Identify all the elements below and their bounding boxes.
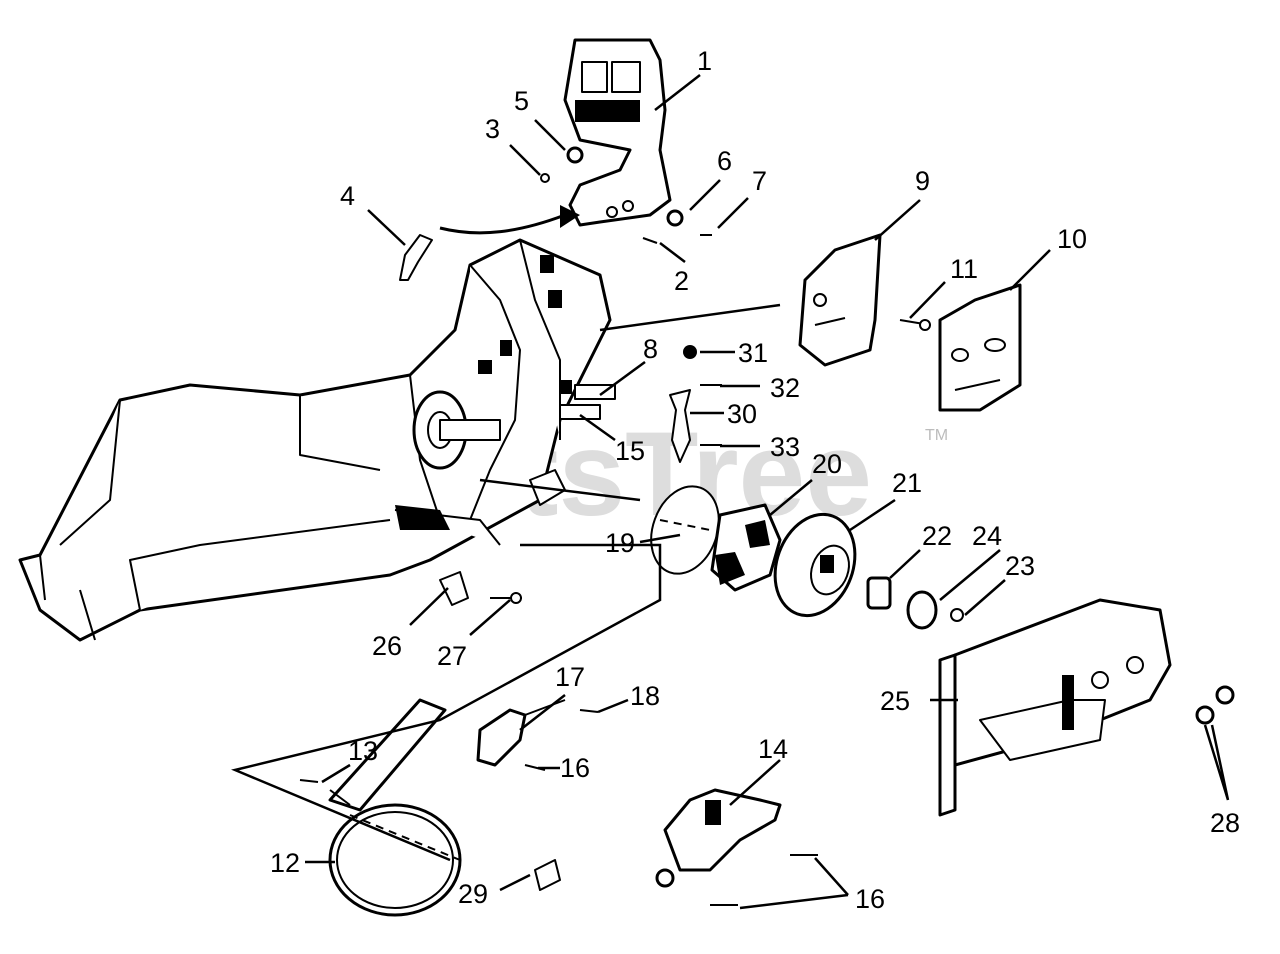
callout-33: 33 <box>770 432 800 462</box>
callout-13: 13 <box>348 736 378 766</box>
callout-18: 18 <box>630 681 660 711</box>
tensioner-plate <box>669 345 722 463</box>
brake-bracket <box>439 571 522 606</box>
callout-5: 5 <box>514 86 529 116</box>
callout-30: 30 <box>727 399 757 429</box>
callout-14: 14 <box>758 734 788 764</box>
small-fasteners <box>540 146 712 244</box>
callout-21: 21 <box>892 468 922 498</box>
callout-31: 31 <box>738 338 768 368</box>
callout-16a: 16 <box>560 753 590 783</box>
callout-32: 32 <box>770 373 800 403</box>
chain-catcher <box>655 788 818 906</box>
callout-4: 4 <box>340 181 355 211</box>
callout-10: 10 <box>1057 224 1087 254</box>
callouts: 1 2 3 4 5 6 7 8 9 10 11 12 13 14 15 16 1… <box>270 46 1240 914</box>
callout-22: 22 <box>922 521 952 551</box>
callout-9: 9 <box>915 166 930 196</box>
callout-8: 8 <box>643 334 658 364</box>
callout-20: 20 <box>812 449 842 479</box>
leader-lines <box>305 74 1230 910</box>
callout-1: 1 <box>697 46 712 76</box>
guide-plates <box>798 233 1022 412</box>
callout-6: 6 <box>717 146 732 176</box>
callout-15: 15 <box>615 436 645 466</box>
callout-12: 12 <box>270 848 300 878</box>
callout-7: 7 <box>752 166 767 196</box>
callout-3: 3 <box>485 114 500 144</box>
callout-2: 2 <box>674 266 689 296</box>
callout-28: 28 <box>1210 808 1240 838</box>
callout-17: 17 <box>555 662 585 692</box>
saw-body <box>18 238 616 642</box>
callout-25: 25 <box>880 686 910 716</box>
callout-26: 26 <box>372 631 402 661</box>
brake-band <box>299 698 599 917</box>
callout-27: 27 <box>437 641 467 671</box>
callout-16b: 16 <box>855 884 885 914</box>
callout-23: 23 <box>1005 551 1035 581</box>
callout-24: 24 <box>972 521 1002 551</box>
callout-19: 19 <box>605 528 635 558</box>
guide-lines <box>231 303 781 862</box>
clutch-assembly <box>650 485 964 630</box>
spring-hook <box>399 205 580 281</box>
chain-brake-lever <box>563 38 672 227</box>
watermark-tm: TM <box>925 427 948 444</box>
callout-11: 11 <box>950 254 978 284</box>
sprocket-cover <box>938 598 1235 817</box>
callout-29: 29 <box>458 879 488 909</box>
